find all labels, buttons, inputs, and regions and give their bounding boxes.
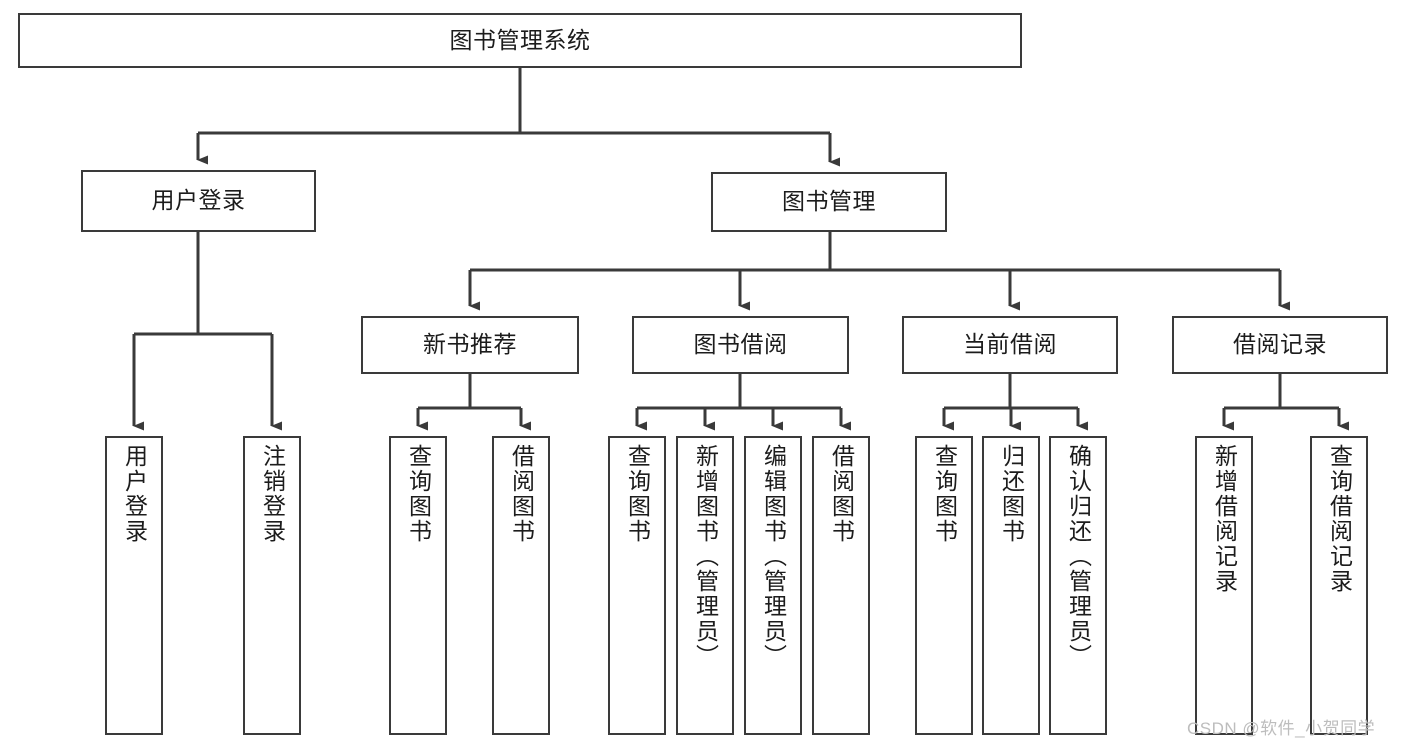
- node-label: 确认归还（管理员）: [1065, 444, 1092, 669]
- leaf-book-borrow-query-book[interactable]: 查询图书: [608, 436, 666, 735]
- node-user-login[interactable]: 用户登录: [81, 170, 316, 232]
- node-book-borrow[interactable]: 图书借阅: [632, 316, 849, 374]
- node-book-management[interactable]: 图书管理: [711, 172, 947, 232]
- node-label: 图书管理系统: [449, 26, 591, 53]
- leaf-book-borrow-add-book-admin[interactable]: 新增图书（管理员）: [676, 436, 734, 735]
- leaf-new-book-query-book[interactable]: 查询图书: [389, 436, 447, 735]
- leaf-new-book-borrow-book[interactable]: 借阅图书: [492, 436, 550, 735]
- node-label: 借阅图书: [828, 444, 855, 544]
- node-new-book-recommendation[interactable]: 新书推荐: [361, 316, 579, 374]
- node-label: 注销登录: [259, 444, 286, 544]
- node-label: 当前借阅: [963, 331, 1057, 358]
- node-label: 新增借阅记录: [1211, 444, 1238, 594]
- node-label: 新书推荐: [423, 331, 517, 358]
- node-label: 编辑图书（管理员）: [760, 444, 787, 669]
- node-borrow-record[interactable]: 借阅记录: [1172, 316, 1388, 374]
- node-label: 借阅图书: [508, 444, 535, 544]
- leaf-current-borrow-return-book[interactable]: 归还图书: [982, 436, 1040, 735]
- node-label: 图书借阅: [693, 331, 788, 358]
- node-label: 用户登录: [151, 187, 246, 214]
- node-label: 查询图书: [405, 444, 432, 544]
- node-label: 查询借阅记录: [1326, 444, 1353, 594]
- node-label: 图书管理: [782, 188, 876, 215]
- node-root-book-management-system[interactable]: 图书管理系统: [18, 13, 1022, 68]
- node-label: 归还图书: [998, 444, 1025, 544]
- leaf-user-login-logout[interactable]: 注销登录: [243, 436, 301, 735]
- node-label: 用户登录: [121, 444, 148, 544]
- node-label: 新增图书（管理员）: [692, 444, 719, 669]
- leaf-book-borrow-edit-book-admin[interactable]: 编辑图书（管理员）: [744, 436, 802, 735]
- node-current-borrow[interactable]: 当前借阅: [902, 316, 1118, 374]
- csdn-watermark: CSDN @软件_小贺同学: [1187, 719, 1376, 738]
- leaf-current-borrow-confirm-return-admin[interactable]: 确认归还（管理员）: [1049, 436, 1107, 735]
- leaf-current-borrow-query-book[interactable]: 查询图书: [915, 436, 973, 735]
- node-label: 借阅记录: [1233, 331, 1327, 358]
- node-label: 查询图书: [624, 444, 651, 544]
- leaf-borrow-record-add-record[interactable]: 新增借阅记录: [1195, 436, 1253, 735]
- leaf-user-login-login[interactable]: 用户登录: [105, 436, 163, 735]
- leaf-book-borrow-borrow-book[interactable]: 借阅图书: [812, 436, 870, 735]
- leaf-borrow-record-query-record[interactable]: 查询借阅记录: [1310, 436, 1368, 735]
- node-label: 查询图书: [931, 444, 958, 544]
